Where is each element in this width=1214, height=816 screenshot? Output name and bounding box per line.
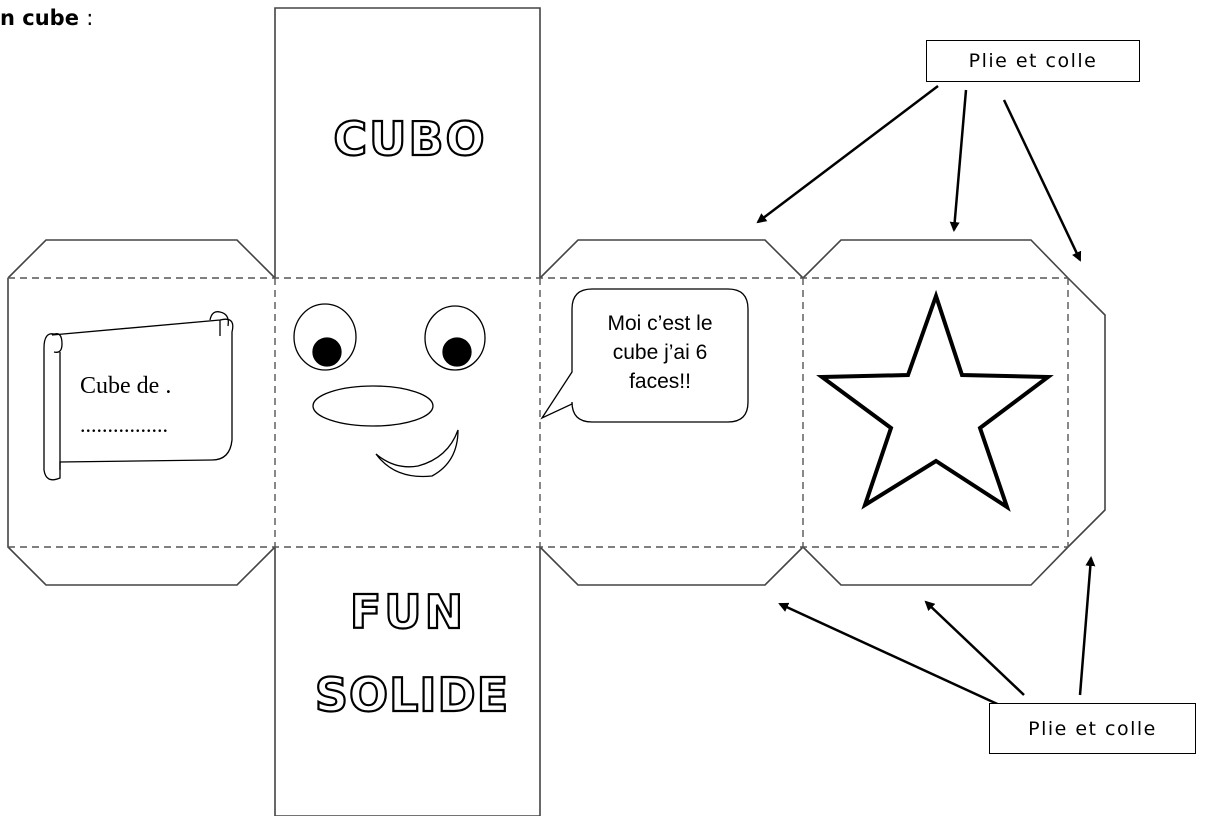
arrow-icon — [756, 85, 939, 224]
speech-bubble — [540, 288, 749, 423]
face-drawing — [293, 303, 486, 478]
middle-right-tabs — [539, 239, 804, 586]
top-face-title: CUBO — [333, 112, 486, 166]
nose — [312, 385, 434, 427]
bottom-face-line2: SOLIDE — [315, 668, 509, 722]
right-pupil — [442, 337, 472, 367]
bubble-line1: Moi c’est le — [607, 312, 712, 335]
bubble-line2: cube j’ai 6 — [613, 341, 708, 364]
callout-fold-and-glue-top: Plie et colle — [926, 40, 1140, 82]
left-pupil — [312, 337, 342, 367]
right-face-tabs — [802, 239, 1106, 586]
star-icon — [816, 289, 1054, 512]
arrow-icon — [778, 602, 1007, 710]
page-heading: n cube : — [0, 6, 93, 30]
scroll-label-line1: Cube de . — [80, 373, 171, 399]
arrow-icon — [1002, 99, 1082, 262]
scroll-icon — [43, 311, 234, 481]
mouth — [375, 429, 459, 478]
bottom-face-outline — [274, 547, 541, 816]
net-outline — [7, 7, 1106, 816]
arrow-icon — [924, 600, 1025, 696]
bottom-face-line1: FUN — [350, 585, 466, 639]
bubble-line3: faces!! — [629, 370, 691, 393]
arrow-icon — [949, 89, 968, 232]
heading-text: n cube — [0, 6, 79, 30]
arrow-icon — [1078, 556, 1096, 696]
fold-lines — [8, 277, 1069, 548]
scroll-label-line2: ................ — [80, 412, 168, 437]
callout-top-label: Plie et colle — [968, 50, 1098, 72]
callout-bottom-label: Plie et colle — [1028, 717, 1157, 740]
top-face-outline — [274, 7, 541, 278]
bottom-callout-arrows — [778, 556, 1096, 710]
callout-fold-and-glue-bottom: Plie et colle — [989, 703, 1196, 754]
heading-colon: : — [86, 6, 94, 30]
top-callout-arrows — [756, 85, 1082, 262]
left-face-outline — [7, 239, 276, 586]
